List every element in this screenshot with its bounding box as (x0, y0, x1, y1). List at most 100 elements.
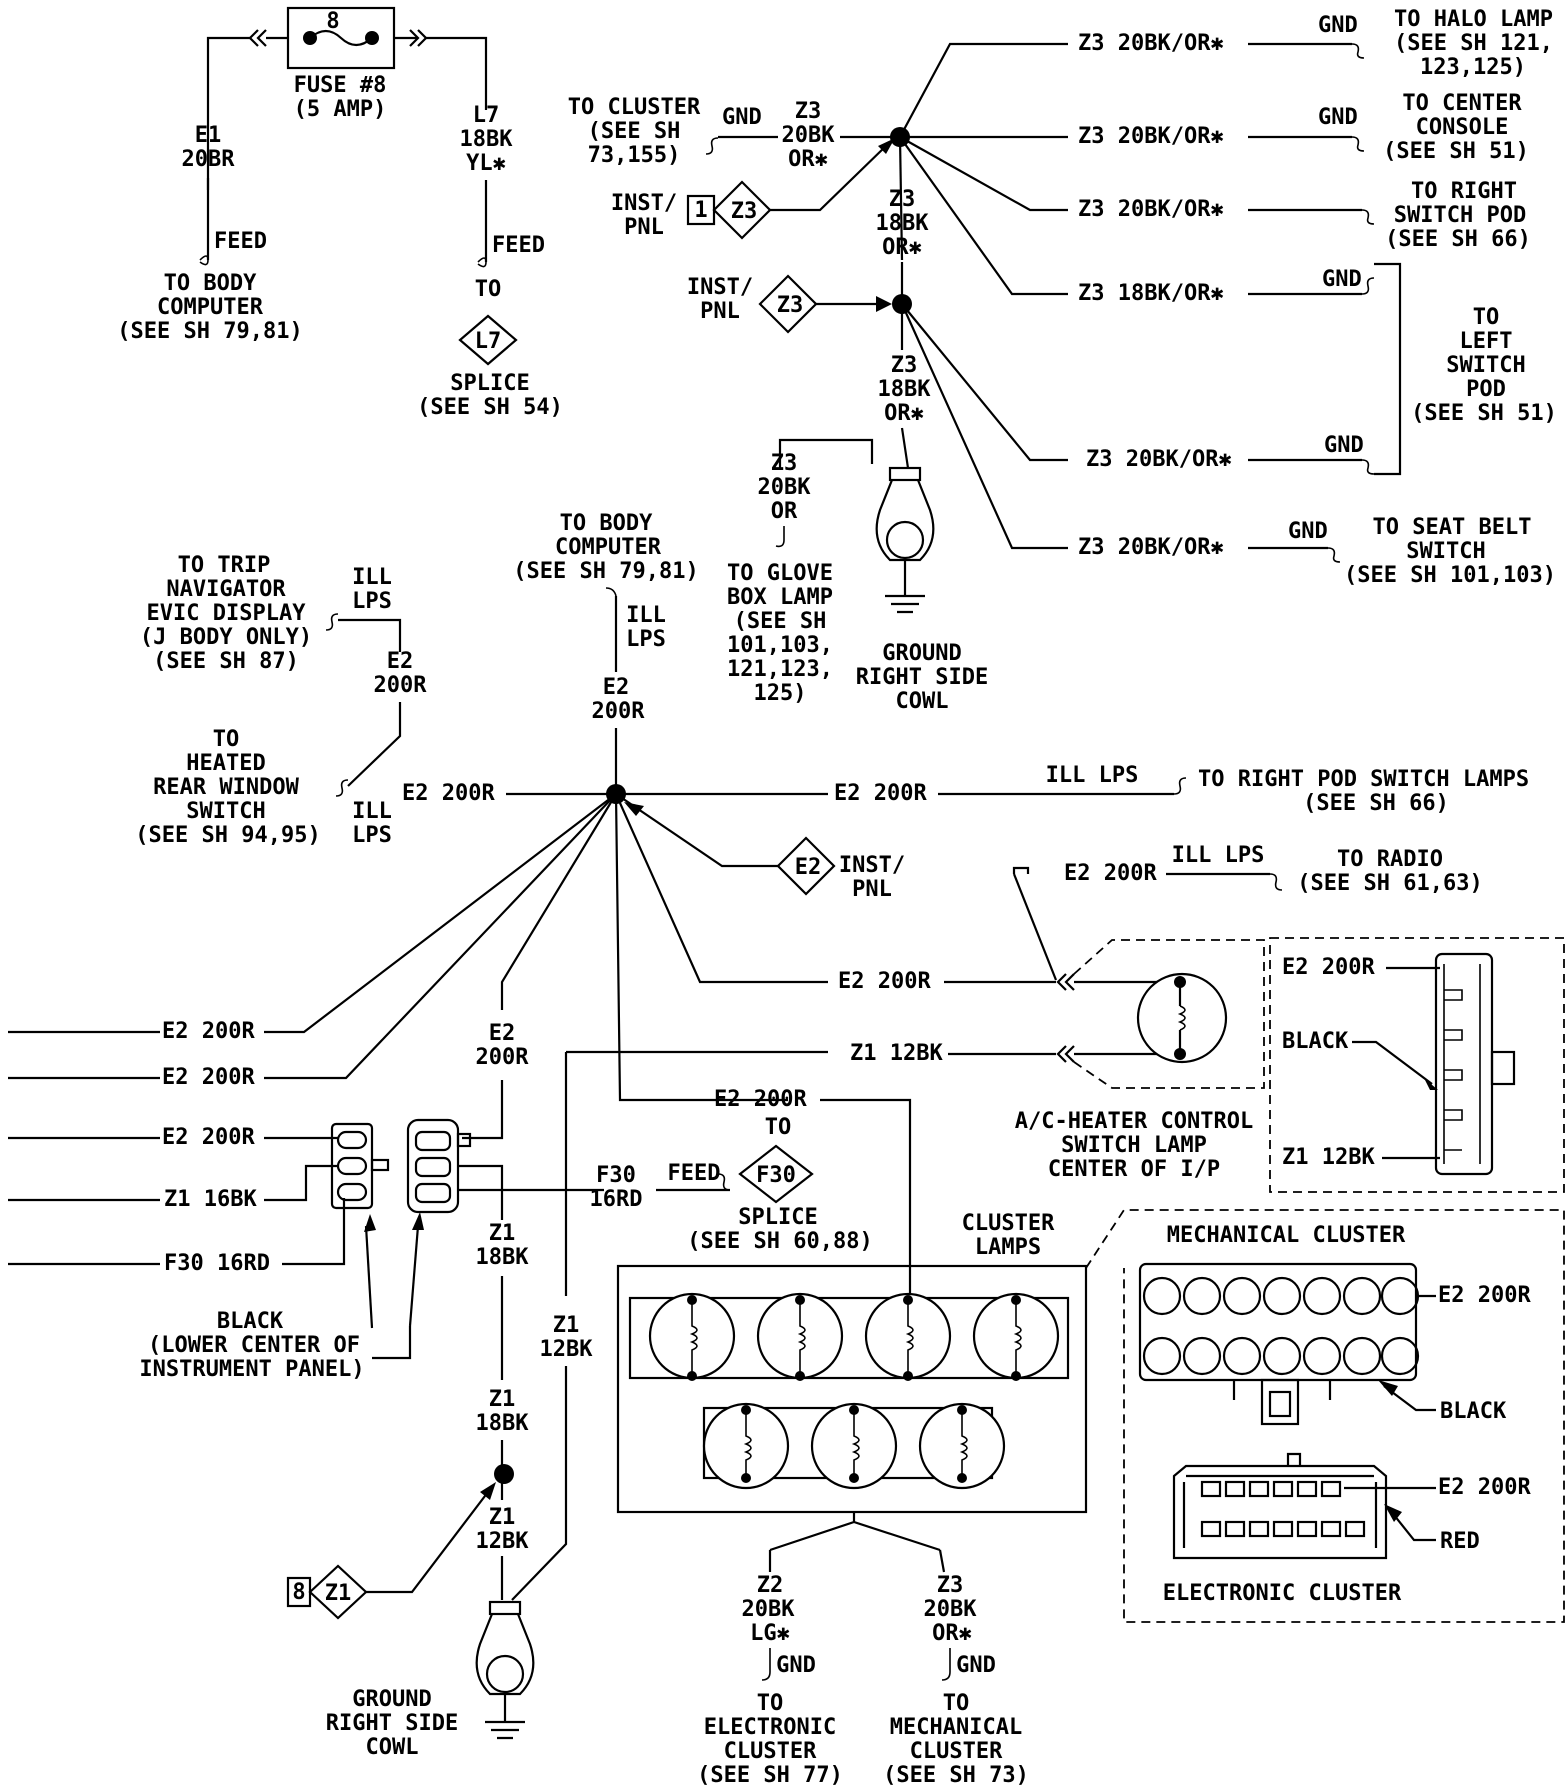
f30-conn: F30 (596, 1163, 636, 1188)
to-splice-label: TO (475, 277, 502, 302)
black-ac-conn: BLACK (1282, 1029, 1349, 1054)
z3-b-gauge: 18BK (876, 211, 930, 236)
ac-switch-connector: E2 200R BLACK Z1 12BK (1269, 937, 1565, 1193)
gnd-cluster: GND (722, 105, 762, 130)
see-sh-54: (SEE SH 54) (417, 395, 563, 420)
to-seat-belt-2: SWITCH (1406, 539, 1485, 564)
to-elec-3: CLUSTER (724, 1739, 817, 1764)
black-mech: BLACK (1440, 1399, 1507, 1424)
z1-ac-conn: Z1 12BK (1282, 1145, 1375, 1170)
z3-a-color: OR✱ (788, 147, 828, 172)
to-halo-2: (SEE SH 121, (1394, 31, 1553, 56)
f30-diamond (738, 1144, 814, 1204)
ground-cowl-2a: GROUND (352, 1687, 431, 1712)
to-trip-3: EVIC DISPLAY (147, 601, 307, 626)
z1-d: Z1 (553, 1313, 580, 1338)
e2-radio: E2 200R (1064, 861, 1157, 886)
black-lower-2: (LOWER CENTER OF (148, 1333, 360, 1358)
to-body-comp-b1: TO BODY (560, 511, 653, 536)
lamp-row-2 (702, 1402, 1006, 1490)
z3-diamond-1-label: Z3 (731, 199, 758, 224)
z1-12bk-main: Z1 12BK (850, 1041, 943, 1066)
to-body-computer-2: COMPUTER (157, 295, 264, 320)
z3-a: Z3 (795, 99, 822, 124)
ill-body: ILL (626, 603, 666, 628)
to-body-computer-3: (SEE SH 79,81) (117, 319, 302, 344)
e2-ac-lamp: E2 200R (838, 969, 931, 994)
z3-a-gauge: 20BK (782, 123, 836, 148)
to-right-pod-lamps: TO RIGHT POD SWITCH LAMPS (1198, 767, 1529, 792)
cluster-lamps-2: LAMPS (975, 1235, 1041, 1260)
to-left-pod-1: TO (1473, 305, 1500, 330)
lps-trip: LPS (352, 589, 392, 614)
z3-ground-section: TO CLUSTER (SEE SH 73,155) GND Z3 20BK O… (568, 7, 1557, 714)
to-mech-3: CLUSTER (910, 1739, 1003, 1764)
to-heated-5: (SEE SH 94,95) (135, 823, 320, 848)
to-left-pod-5: (SEE SH 51) (1411, 401, 1557, 426)
to-heated-3: REAR WINDOW (153, 775, 299, 800)
f30-conn-gauge: 16RD (590, 1187, 643, 1212)
to-seat-belt-1: TO SEAT BELT (1373, 515, 1532, 540)
to-heated-2: HEATED (186, 751, 265, 776)
e2-trip: E2 (387, 649, 414, 674)
gnd-left-pod-b: GND (1324, 433, 1364, 458)
ill-lps-right-pod: ILL LPS (1046, 763, 1139, 788)
fuse-number: 8 (326, 9, 339, 34)
wire-l7-color: YL✱ (466, 151, 506, 176)
fuse-amp: (5 AMP) (294, 97, 387, 122)
inst-pnl-2a: INST/ (687, 275, 753, 300)
e2-right-pod: E2 200R (834, 781, 927, 806)
lamp-row-1 (648, 1292, 1060, 1380)
z1-left: Z1 16BK (164, 1187, 257, 1212)
e2-heated: E2 200R (402, 781, 495, 806)
to-center-3: (SEE SH 51) (1383, 139, 1529, 164)
e2-left-2: E2 200R (162, 1065, 255, 1090)
z3-glove-gauge: 20BK (758, 475, 812, 500)
z3-c-color: OR✱ (884, 401, 924, 426)
red-elec: RED (1440, 1529, 1480, 1554)
ground-cowl-1b: RIGHT SIDE (856, 665, 988, 690)
to-center-2: CONSOLE (1416, 115, 1509, 140)
ground-cowl-1a: GROUND (882, 641, 961, 666)
to-seat-belt-3: (SEE SH 101,103) (1344, 563, 1556, 588)
to-right-pod-3: (SEE SH 66) (1385, 227, 1531, 252)
see-sh-66-b: (SEE SH 66) (1303, 791, 1449, 816)
gnd-z3: GND (956, 1653, 996, 1678)
z3-c: Z3 (891, 353, 918, 378)
ac-heater-1: A/C-HEATER CONTROL (1015, 1109, 1253, 1134)
z3-b: Z3 (889, 187, 916, 212)
to-glove-6: 125) (754, 681, 807, 706)
cluster-lamps-frame (616, 1264, 1088, 1514)
z1-b-gauge: 18BK (476, 1411, 530, 1436)
fuse-8-section: 8 FUSE #8 (5 AMP) E1 20BR FEED TO BODY C… (117, 6, 563, 420)
to-trip-5: (SEE SH 87) (153, 649, 299, 674)
to-heated-4: SWITCH (186, 799, 265, 824)
z1-c-gauge: 12BK (476, 1529, 530, 1554)
to-cluster-1: TO CLUSTER (568, 95, 701, 120)
cluster-connectors-section: MECHANICAL CLUSTER E2 200R BLACK (1085, 1209, 1565, 1623)
to-radio-2: (SEE SH 61,63) (1297, 871, 1482, 896)
feed-label-l7: FEED (492, 233, 545, 258)
left-harness-section: E2 200R E2 200R E2 200R Z1 16BK F30 16RD… (8, 793, 1056, 1760)
e2-elec: E2 200R (1438, 1475, 1531, 1500)
black-lower-1: BLACK (217, 1309, 284, 1334)
e2-conn: E2 (489, 1021, 516, 1046)
lps-heated: LPS (352, 823, 392, 848)
to-elec-2: ELECTRONIC (704, 1715, 836, 1740)
inst-pnl-1a: INST/ (611, 191, 677, 216)
gnd-seat-belt: GND (1288, 519, 1328, 544)
ac-heater-2: SWITCH LAMP (1061, 1133, 1207, 1158)
gnd-z2: GND (776, 1653, 816, 1678)
wire-l7: L7 (473, 103, 500, 128)
e2-left-1: E2 200R (162, 1019, 255, 1044)
splice-f30: SPLICE (738, 1205, 817, 1230)
wire-e1-gauge: 20BR (182, 147, 236, 172)
z2-cluster: Z2 (757, 1573, 784, 1598)
z3-glove: Z3 (771, 451, 798, 476)
z3-c-gauge: 18BK (878, 377, 932, 402)
z1-b: Z1 (489, 1387, 516, 1412)
lps-body: LPS (626, 627, 666, 652)
z1-d-gauge: 12BK (540, 1337, 594, 1362)
black-lower-3: INSTRUMENT PANEL) (139, 1357, 364, 1382)
to-mech-2: MECHANICAL (890, 1715, 1022, 1740)
